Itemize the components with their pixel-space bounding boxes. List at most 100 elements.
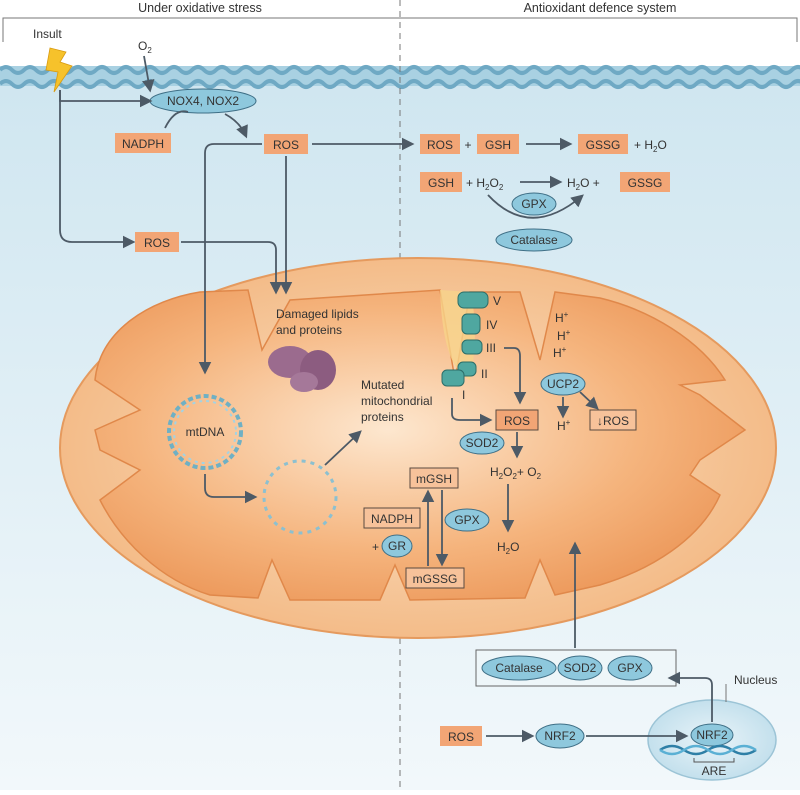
ros-cyto-arrow bbox=[181, 241, 283, 295]
catalase-top-ellipse bbox=[495, 228, 573, 252]
gr-ellipse bbox=[381, 534, 413, 558]
damaged-protein-blob bbox=[268, 346, 336, 392]
mtdna-label: mtDNA bbox=[186, 425, 225, 439]
eq2-curve-arrow bbox=[487, 194, 584, 219]
sod2-bottom-label: SOD2 bbox=[564, 661, 597, 675]
header-right: Antioxidant defence system bbox=[524, 1, 677, 15]
mtdna-to-mutant-arrow bbox=[204, 474, 258, 504]
nrf2-nuc-label: NRF2 bbox=[696, 728, 728, 742]
h-plus-4: H+ bbox=[557, 418, 571, 433]
ros-bottom-box bbox=[440, 726, 482, 746]
nrf2-to-antioxidants-arrow bbox=[667, 671, 713, 722]
mtdna-inner bbox=[173, 400, 237, 464]
complex-i-to-ros-arrow bbox=[451, 398, 493, 427]
insult-to-ros-arrow bbox=[59, 90, 136, 249]
sod2-bottom-ellipse bbox=[557, 655, 603, 681]
ros-to-mtdna-arrow bbox=[198, 143, 262, 375]
mitochondrion-inner-matrix bbox=[94, 289, 747, 601]
eq1-gssg-box bbox=[578, 134, 628, 154]
mgsh-label: mGSH bbox=[416, 472, 452, 486]
gr-label: GR bbox=[388, 539, 406, 553]
gpx-mito-label: GPX bbox=[454, 513, 479, 527]
ros-cyto-label: ROS bbox=[144, 236, 170, 250]
complex-v-label: V bbox=[493, 294, 501, 308]
nadph-mito-box bbox=[363, 507, 421, 529]
sod2-mito-label: SOD2 bbox=[466, 436, 499, 450]
eq1-gssg-label: GSSG bbox=[586, 138, 621, 152]
catalase-top-label: Catalase bbox=[510, 233, 558, 247]
are-bracket bbox=[693, 758, 735, 763]
etc-complexes-icon bbox=[441, 291, 489, 387]
ros-cyto-box bbox=[135, 232, 179, 252]
complex-ii-label: II bbox=[481, 367, 488, 381]
gpx-top-label: GPX bbox=[521, 197, 546, 211]
nadph-curve bbox=[164, 110, 189, 129]
h-plus-1: H+ bbox=[555, 310, 569, 325]
catalase-bottom-ellipse bbox=[481, 655, 557, 681]
eq2-h2o-label: H2O + bbox=[567, 176, 600, 192]
ros-mito-label: ROS bbox=[504, 414, 530, 428]
eq2-gsh-box bbox=[420, 172, 462, 192]
o2-label: O2 bbox=[138, 39, 152, 55]
mutated-label-1: Mutated bbox=[361, 378, 404, 392]
nrf2-mid-ellipse bbox=[535, 723, 585, 749]
h2o2-o2-label: H2O2+ O2 bbox=[490, 465, 542, 481]
gpx-bottom-ellipse bbox=[607, 655, 653, 681]
complex-iv-label: IV bbox=[486, 318, 497, 332]
header-left: Under oxidative stress bbox=[138, 1, 262, 15]
ucp2-label: UCP2 bbox=[547, 377, 579, 391]
nucleus-label: Nucleus bbox=[734, 673, 777, 687]
eq2-gssg-box bbox=[620, 172, 670, 192]
o2-arrow bbox=[142, 55, 155, 93]
complex-iii-to-ros-arrow bbox=[504, 347, 527, 405]
eq1-plus: + bbox=[464, 138, 471, 152]
damaged-label-2: and proteins bbox=[276, 323, 342, 337]
mutated-label-3: proteins bbox=[361, 410, 404, 424]
dna-helix-icon bbox=[659, 744, 757, 756]
eq2-gsh-label: GSH bbox=[428, 176, 454, 190]
complex-iii-label: III bbox=[486, 341, 496, 355]
mutant-to-proteins-arrow bbox=[324, 430, 362, 466]
mgssg-label: mGSSG bbox=[413, 572, 458, 586]
ucp2-to-downros-arrow bbox=[579, 391, 599, 410]
gpx-mito-ellipse bbox=[444, 508, 490, 532]
nadph-mito-label: NADPH bbox=[371, 512, 413, 526]
damaged-label-1: Damaged lipids bbox=[276, 307, 359, 321]
ros-bottom-label: ROS bbox=[448, 730, 474, 744]
gr-plus: + bbox=[372, 540, 379, 554]
down-ros-label: ↓ROS bbox=[597, 414, 629, 428]
ros-top-box bbox=[264, 134, 308, 154]
sod2-mito-ellipse bbox=[459, 431, 505, 455]
mgsh-box bbox=[409, 467, 459, 489]
panel-frame bbox=[2, 17, 798, 42]
catalase-bottom-label: Catalase bbox=[495, 661, 543, 675]
nox-to-ros-arrow bbox=[224, 113, 248, 139]
ros-top-label: ROS bbox=[273, 138, 299, 152]
eq1-gsh-label: GSH bbox=[485, 138, 511, 152]
eq1-ros-label: ROS bbox=[427, 138, 453, 152]
membrane-top-layer bbox=[0, 65, 800, 75]
nrf2-nuc-ellipse bbox=[690, 723, 734, 747]
mgssg-box bbox=[405, 567, 465, 589]
ros-mito-box bbox=[495, 409, 539, 431]
complex-i-label: I bbox=[462, 388, 465, 402]
lightning-icon bbox=[45, 47, 73, 93]
eq1-h2o-label: + H2O bbox=[634, 138, 667, 154]
are-label: ARE bbox=[702, 764, 727, 778]
eq1-ros-box bbox=[420, 134, 460, 154]
nrf2-mid-label: NRF2 bbox=[544, 729, 576, 743]
eq1-gsh-box bbox=[477, 134, 519, 154]
h-plus-2: H+ bbox=[557, 328, 571, 343]
nadph-top-label: NADPH bbox=[122, 137, 164, 151]
h2o-mito-label: H2O bbox=[497, 540, 519, 556]
mutated-label-2: mitochondrial bbox=[361, 394, 432, 408]
nox-label: NOX4, NOX2 bbox=[167, 94, 239, 108]
membrane-bottom-layer bbox=[0, 79, 800, 89]
ucp2-ellipse bbox=[540, 372, 586, 396]
gpx-bottom-label: GPX bbox=[617, 661, 642, 675]
h-plus-3: H+ bbox=[553, 345, 567, 360]
down-ros-box bbox=[589, 409, 637, 431]
mutated-mtdna-circle bbox=[262, 459, 338, 535]
